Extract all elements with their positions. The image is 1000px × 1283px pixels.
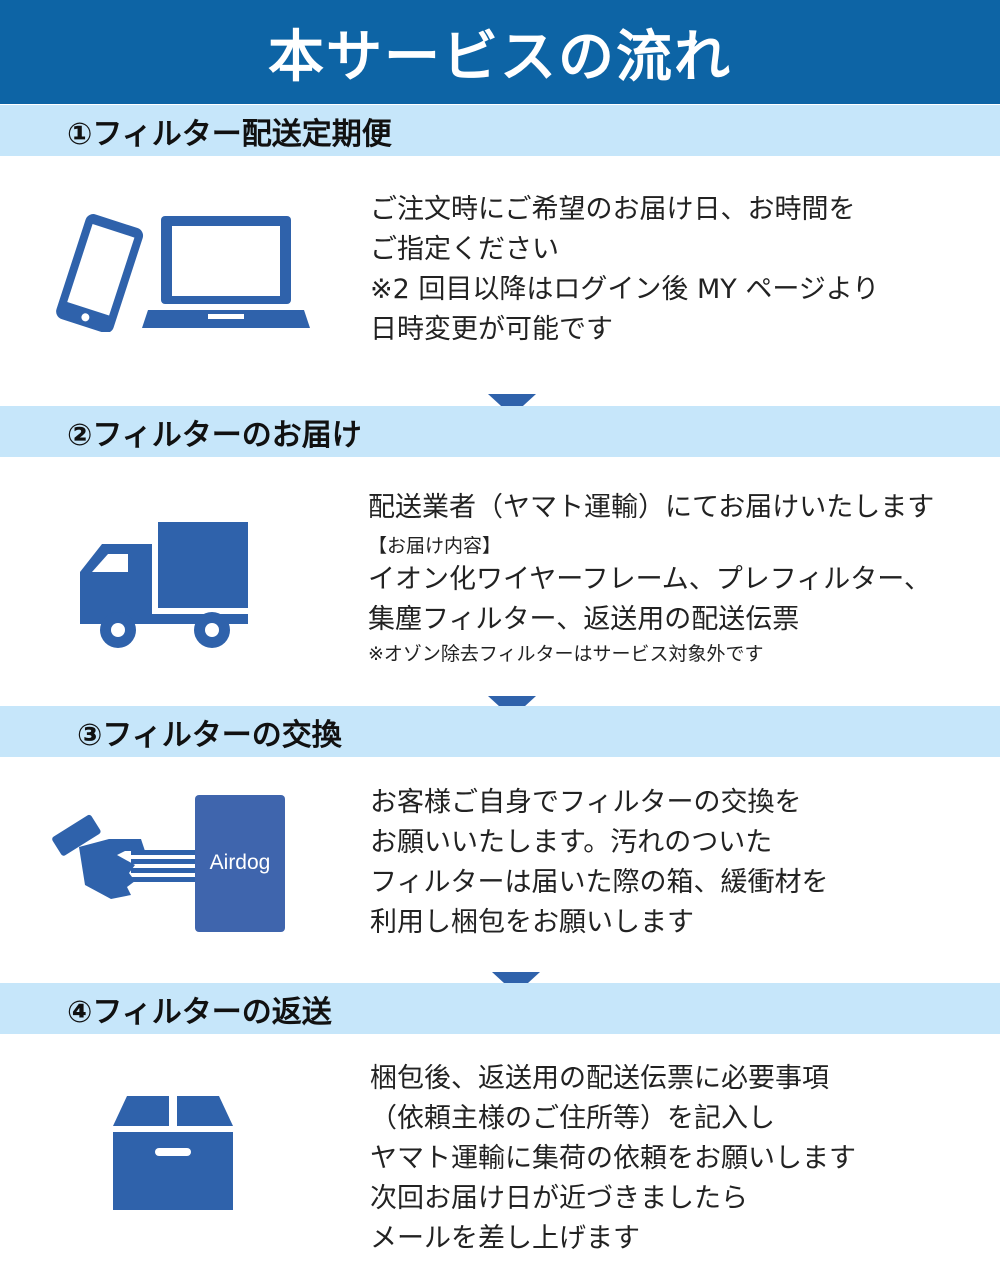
step-2-description: 配送業者（ヤマト運輸）にてお届けいたします 【お届け内容】 イオン化ワイヤーフレ… — [368, 488, 934, 668]
step-2-intro: 配送業者（ヤマト運輸）にてお届けいたします — [368, 492, 935, 523]
step-4-heading: ④フィルターの返送 — [67, 994, 332, 1030]
step-1-heading-band: ①フィルター配送定期便 — [0, 105, 1000, 156]
step-2-heading-band: ②フィルターのお届け — [0, 406, 1000, 457]
step-4-heading-band: ④フィルターの返送 — [0, 983, 1000, 1034]
devices-icon — [56, 214, 310, 332]
step-3-description: お客様ご自身でフィルターの交換を お願いいたします。汚れのついた フィルターは届… — [370, 783, 828, 943]
step-3-heading: ③フィルターの交換 — [77, 717, 342, 753]
step-4-description: 梱包後、返送用の配送伝票に必要事項 （依頼主様のご住所等）を記入し ヤマト運輸に… — [370, 1059, 856, 1259]
truck-icon — [80, 522, 248, 648]
step-2-line-2: 集塵フィルター、返送用の配送伝票 — [368, 604, 800, 635]
step-3-line-3: フィルターは届いた際の箱、緩衝材を — [370, 867, 829, 898]
filter-exchange-icon: Airdog — [52, 795, 285, 932]
step-1-heading: ①フィルター配送定期便 — [67, 116, 392, 152]
step-3-line-1: お客様ご自身でフィルターの交換を — [370, 787, 802, 818]
step-3-line-4: 利用し梱包をお願いします — [370, 907, 694, 938]
page-title-text: 本サービスの流れ — [268, 24, 732, 90]
step-1-line-3: ※2 回目以降はログイン後 MY ページより — [370, 274, 880, 305]
step-1-line-1: ご注文時にご希望のお届け日、お時間を — [370, 194, 856, 225]
step-1-line-2: ご指定ください — [370, 234, 559, 265]
airdog-device-label: Airdog — [210, 851, 271, 874]
step-1-description: ご注文時にご希望のお届け日、お時間を ご指定ください ※2 回目以降はログイン後… — [370, 190, 879, 350]
step-2-line-1: イオン化ワイヤーフレーム、プレフィルター、 — [368, 564, 931, 595]
step-3-line-2: お願いいたします。汚れのついた — [370, 827, 773, 858]
box-icon — [113, 1096, 233, 1210]
step-1-line-4: 日時変更が可能です — [370, 314, 613, 345]
step-4-line-4: 次回お届け日が近づきましたら — [370, 1183, 748, 1214]
step-2-contents-label: 【お届け内容】 — [368, 535, 502, 557]
step-3-heading-band: ③フィルターの交換 — [0, 706, 1000, 757]
step-4-line-3: ヤマト運輸に集荷の依頼をお願いします — [370, 1143, 856, 1174]
page-title: 本サービスの流れ — [0, 0, 1000, 104]
step-2-heading: ②フィルターのお届け — [67, 417, 362, 453]
step-4-line-2: （依頼主様のご住所等）を記入し — [370, 1103, 775, 1134]
step-2-note: ※オゾン除去フィルターはサービス対象外です — [368, 643, 764, 665]
step-4-line-5: メールを差し上げます — [370, 1223, 640, 1254]
step-4-line-1: 梱包後、返送用の配送伝票に必要事項 — [370, 1063, 829, 1094]
